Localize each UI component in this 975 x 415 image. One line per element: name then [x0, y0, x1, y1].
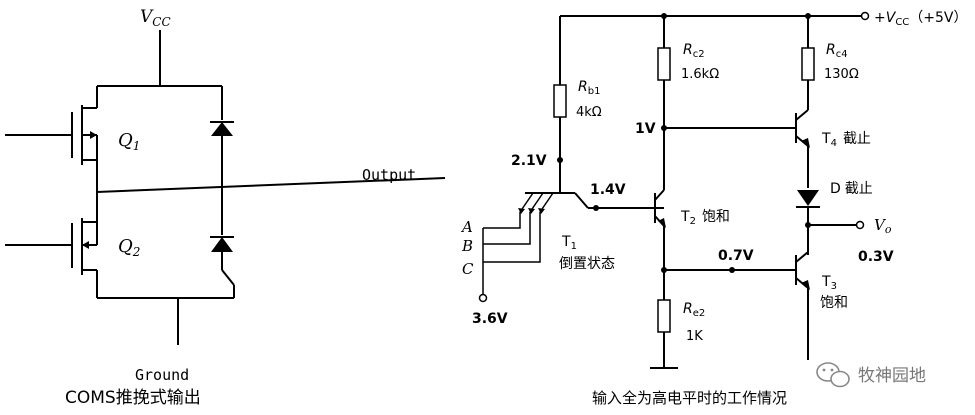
- ttl-caption: 输入全为高电平时的工作情况: [592, 389, 787, 407]
- q1-label: Q1: [118, 130, 140, 153]
- node-1v: 1V: [635, 121, 656, 137]
- cmos-push-pull-circuit: VCC Q1 Output Q2: [5, 7, 446, 408]
- rc4-name: Rc4: [826, 42, 848, 60]
- q2-label: Q2: [118, 236, 140, 259]
- cmos-ground-label: Ground: [135, 366, 189, 384]
- watermark-text: 牧神园地: [858, 366, 926, 386]
- node-0-3v: 0.3V: [858, 249, 894, 265]
- rb1-resistor: [553, 84, 567, 118]
- rc2-value: 1.6kΩ: [681, 67, 719, 82]
- t3-label: T3: [821, 274, 837, 292]
- rb1-value: 4kΩ: [576, 105, 602, 120]
- input-c-label: C: [462, 260, 474, 278]
- cmos-vcc-label: VCC: [140, 7, 171, 29]
- vcc-terminal: [860, 11, 870, 21]
- input-voltage: 3.6V: [472, 311, 508, 327]
- cmos-caption: COMS推挽式输出: [65, 388, 201, 408]
- rb1-name: Rb1: [578, 79, 600, 97]
- ttl-circuit: +VCC（+5V） Rb1 4kΩ 2.1V 1.4V A B C 3.6V T…: [460, 10, 968, 407]
- input-a-label: A: [460, 218, 473, 236]
- rc4-resistor: [801, 47, 815, 81]
- cmos-output-label: Output: [362, 166, 416, 184]
- wechat-icon: [816, 362, 850, 388]
- rc2-name: Rc2: [683, 42, 705, 60]
- cmos-output-line: [96, 177, 446, 193]
- re2-name: Re2: [683, 301, 705, 319]
- re2-resistor: [657, 299, 671, 333]
- node-1-4v: 1.4V: [590, 182, 626, 198]
- rc2-resistor: [657, 47, 671, 81]
- t3-arrow-icon: [801, 280, 810, 290]
- cmos-lower-diode-icon: [211, 237, 233, 252]
- q1-arrow-icon: [90, 131, 97, 139]
- node-2-1v: 2.1V: [511, 153, 547, 169]
- q2-arrow-icon: [82, 241, 89, 249]
- re2-value: 1K: [686, 329, 703, 344]
- input-b-label: B: [461, 237, 473, 255]
- cmos-upper-diode-icon: [211, 122, 233, 136]
- watermark: 牧神园地: [816, 362, 926, 388]
- t1-label: T1: [561, 234, 577, 252]
- node-0-7v: 0.7V: [718, 248, 754, 264]
- ttl-vcc-label: +VCC（+5V）: [874, 10, 968, 28]
- t4-arrow-icon: [801, 138, 810, 148]
- t1-state: 倒置状态: [559, 256, 615, 272]
- t3-state: 饱和: [820, 295, 848, 311]
- diode-d-icon: [797, 190, 819, 206]
- vo-label: Vo: [874, 216, 892, 236]
- t2-arrow-icon: [658, 218, 666, 228]
- input-terminal: [478, 293, 488, 303]
- rc4-value: 130Ω: [824, 67, 859, 82]
- vo-terminal: [855, 220, 865, 230]
